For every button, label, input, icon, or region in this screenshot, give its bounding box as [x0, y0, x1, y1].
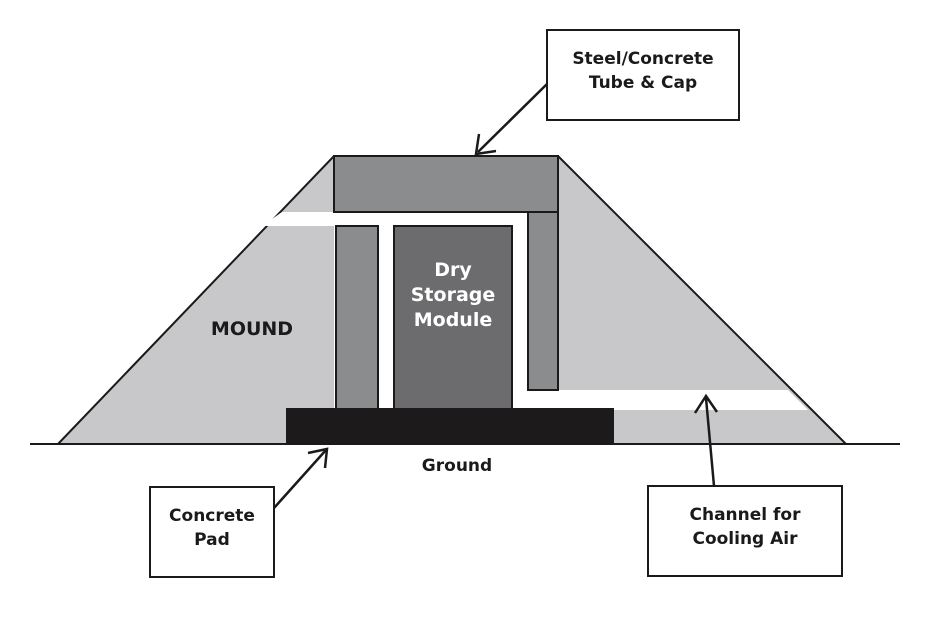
pad-callout-box	[149, 486, 275, 578]
concrete-pad	[286, 408, 614, 444]
ground-label: Ground	[422, 456, 492, 476]
left-cooling-channel	[262, 212, 336, 226]
channel-callout-line-2: Cooling Air	[692, 529, 798, 549]
channel-callout-line-1: Channel for	[690, 505, 802, 525]
right-cooling-channel	[514, 390, 808, 410]
dry-storage-module	[393, 225, 513, 411]
cap-callout-arrow	[474, 83, 548, 156]
module-label-line-1: Dry	[434, 259, 472, 281]
module-label-line-3: Module	[414, 309, 493, 331]
pad-callout-line-2: Pad	[194, 530, 230, 550]
pad-callout-line-1: Concrete	[169, 506, 255, 526]
mound-label: MOUND	[211, 318, 293, 340]
channel-callout-box	[647, 485, 843, 577]
tube-cap	[333, 155, 559, 213]
channel-callout-arrow	[693, 393, 719, 487]
tube-right-wall	[527, 211, 559, 391]
pad-callout-arrow	[273, 447, 329, 509]
module-label-line-2: Storage	[411, 284, 496, 306]
tube-left-wall	[335, 225, 379, 411]
cap-callout-line-1: Steel/Concrete	[572, 49, 713, 69]
cap-callout-box	[546, 29, 740, 121]
cap-callout-line-2: Tube & Cap	[589, 73, 697, 93]
